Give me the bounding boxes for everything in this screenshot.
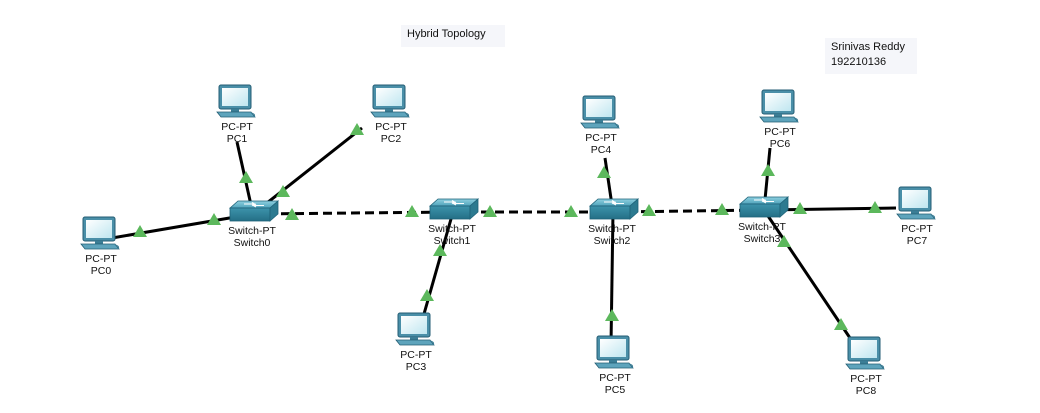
link-status-up-icon (420, 289, 434, 301)
device-name-label: PC4 (591, 144, 612, 156)
link-pc2-switch0[interactable] (252, 126, 363, 216)
pc-icon[interactable] (759, 89, 799, 123)
device-model-label: PC-PT (901, 223, 933, 235)
pc-icon[interactable] (80, 216, 120, 250)
switch-icon[interactable] (589, 198, 639, 220)
link-status-up-icon (715, 203, 729, 215)
devices-layer: Switch-PTSwitch0Switch-PTSwitch1Switch-P… (80, 84, 936, 397)
link-pc5-switch2[interactable] (609, 211, 615, 346)
link-switch2-switch3[interactable] (612, 208, 765, 214)
device-name-label: PC5 (605, 384, 626, 396)
link-status-up-icon (133, 225, 147, 237)
device-model-label: PC-PT (85, 253, 117, 265)
link-pc3-switch1[interactable] (420, 211, 455, 322)
device-model-label: Switch-PT (588, 223, 636, 235)
pc-icon[interactable] (580, 95, 620, 129)
switch-icon[interactable] (739, 196, 789, 218)
device-name-label: Switch2 (594, 235, 631, 247)
switch-icon[interactable] (229, 200, 279, 222)
link-status-up-icon (350, 123, 364, 135)
link-status-up-icon (605, 309, 619, 321)
device-model-label: PC-PT (400, 349, 432, 361)
device-model-label: Switch-PT (228, 225, 276, 237)
link-status-up-icon (405, 205, 419, 217)
device-name-label: PC0 (91, 265, 112, 277)
link-status-up-icon (285, 208, 299, 220)
device-model-label: PC-PT (585, 132, 617, 144)
link-status-up-icon (239, 171, 253, 183)
author-name-text: Srinivas Reddy (831, 41, 905, 53)
link-status-up-icon (207, 213, 221, 225)
link-status-up-icon (777, 235, 791, 247)
switch-icon[interactable] (429, 198, 479, 220)
device-name-label: PC7 (907, 235, 928, 247)
device-name-label: Switch3 (744, 233, 781, 245)
device-model-label: PC-PT (599, 372, 631, 384)
device-model-label: PC-PT (221, 121, 253, 133)
pc-icon[interactable] (594, 335, 634, 369)
author-id-text: 192210136 (831, 56, 887, 68)
author-note: Srinivas Reddy 192210136 (825, 38, 917, 74)
link-pc8-switch3[interactable] (762, 209, 852, 339)
pc-icon[interactable] (896, 186, 936, 220)
device-model-label: PC-PT (764, 126, 796, 138)
link-status-up-icon (597, 166, 611, 178)
link-status-up-icon (868, 201, 882, 213)
link-status-up-icon (793, 202, 807, 214)
link-status-up-icon (761, 164, 775, 176)
link-status-up-icon (276, 185, 290, 197)
link-status-up-icon (834, 318, 848, 330)
device-name-label: Switch1 (434, 235, 471, 247)
device-name-label: PC2 (381, 133, 402, 145)
device-model-label: PC-PT (375, 121, 407, 133)
device-name-label: PC3 (406, 361, 427, 373)
device-name-label: Switch0 (234, 237, 271, 249)
link-status-up-icon (433, 244, 447, 256)
pc-icon[interactable] (395, 312, 435, 346)
device-name-label: PC6 (770, 138, 791, 150)
device-model-label: Switch-PT (738, 221, 786, 233)
title-text: Hybrid Topology (407, 28, 486, 40)
pc-icon[interactable] (370, 84, 410, 118)
link-status-up-icon (564, 205, 578, 217)
device-model-label: Switch-PT (428, 223, 476, 235)
pc-icon[interactable] (216, 84, 256, 118)
link-status-up-icon (642, 204, 656, 216)
link-switch0-switch1[interactable] (252, 210, 454, 216)
link-status-layer (133, 123, 882, 330)
link-status-up-icon (483, 205, 497, 217)
title-note: Hybrid Topology (401, 25, 505, 47)
pc-icon[interactable] (845, 336, 885, 370)
device-name-label: PC1 (227, 133, 248, 145)
device-name-label: PC8 (856, 385, 877, 397)
device-model-label: PC-PT (850, 373, 882, 385)
